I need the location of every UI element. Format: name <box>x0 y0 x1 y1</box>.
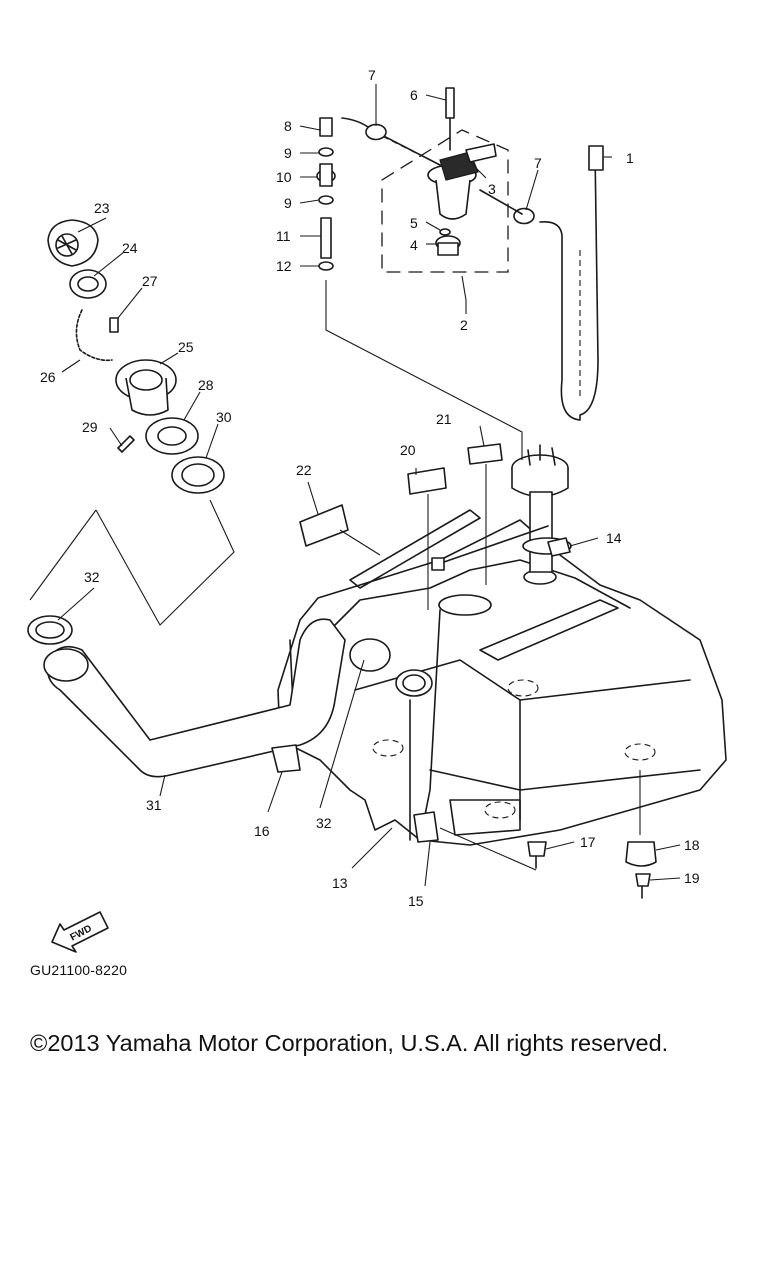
pump-module-group <box>381 87 509 273</box>
callout-2: 2 <box>460 317 468 333</box>
callout-1: 1 <box>626 150 634 166</box>
fuel-pump-unit <box>511 444 572 573</box>
callout-14: 14 <box>606 530 622 546</box>
callout-32b: 32 <box>316 815 332 831</box>
callout-20: 20 <box>400 442 416 458</box>
callout-32a: 32 <box>84 569 100 585</box>
callout-22: 22 <box>296 462 312 478</box>
callout-25: 25 <box>178 339 194 355</box>
callout-24: 24 <box>122 240 138 256</box>
callout-5: 5 <box>410 215 418 231</box>
callout-16: 16 <box>254 823 270 839</box>
callout-30: 30 <box>216 409 232 425</box>
filler-hose <box>27 499 391 778</box>
callout-31: 31 <box>146 797 162 813</box>
callout-10: 10 <box>276 169 292 185</box>
callout-11: 11 <box>276 228 291 244</box>
diagram-code: GU21100-8220 <box>30 962 128 978</box>
callout-9b: 9 <box>284 195 292 211</box>
callout-26: 26 <box>40 369 56 385</box>
callout-6: 6 <box>410 87 418 103</box>
parts-diagram: 1 2 3 4 5 6 7 7 8 9 9 10 11 12 13 14 15 … <box>27 67 727 953</box>
copyright-notice: ©2013 Yamaha Motor Corporation, U.S.A. A… <box>30 1030 669 1056</box>
callout-9a: 9 <box>284 145 292 161</box>
callout-7b: 7 <box>534 155 542 171</box>
callout-28: 28 <box>198 377 214 393</box>
callout-18: 18 <box>684 837 700 853</box>
callout-29: 29 <box>82 419 98 435</box>
parts-diagram-svg: 1 2 3 4 5 6 7 7 8 9 9 10 11 12 13 14 15 … <box>27 67 727 953</box>
fuel-tube <box>539 145 604 421</box>
callout-13: 13 <box>332 875 348 891</box>
callout-8: 8 <box>284 118 292 134</box>
callout-7a: 7 <box>368 67 376 83</box>
callout-21: 21 <box>436 411 452 427</box>
breather-parts <box>316 117 535 460</box>
callout-numbers: 1 2 3 4 5 6 7 7 8 9 9 10 11 12 13 14 15 … <box>40 67 700 909</box>
callout-3: 3 <box>488 181 496 197</box>
filler-cap-parts <box>47 219 225 494</box>
callout-23: 23 <box>94 200 110 216</box>
fuel-tank <box>277 509 727 846</box>
label-plates <box>299 443 549 610</box>
callout-27: 27 <box>142 273 158 289</box>
callout-15: 15 <box>408 893 424 909</box>
mount-hardware <box>271 537 657 899</box>
callout-19: 19 <box>684 870 700 886</box>
leader-lines <box>57 84 681 887</box>
callout-4: 4 <box>410 237 418 253</box>
callout-12: 12 <box>276 258 292 274</box>
callout-17: 17 <box>580 834 596 850</box>
fwd-arrow-icon: FWD <box>51 911 109 953</box>
